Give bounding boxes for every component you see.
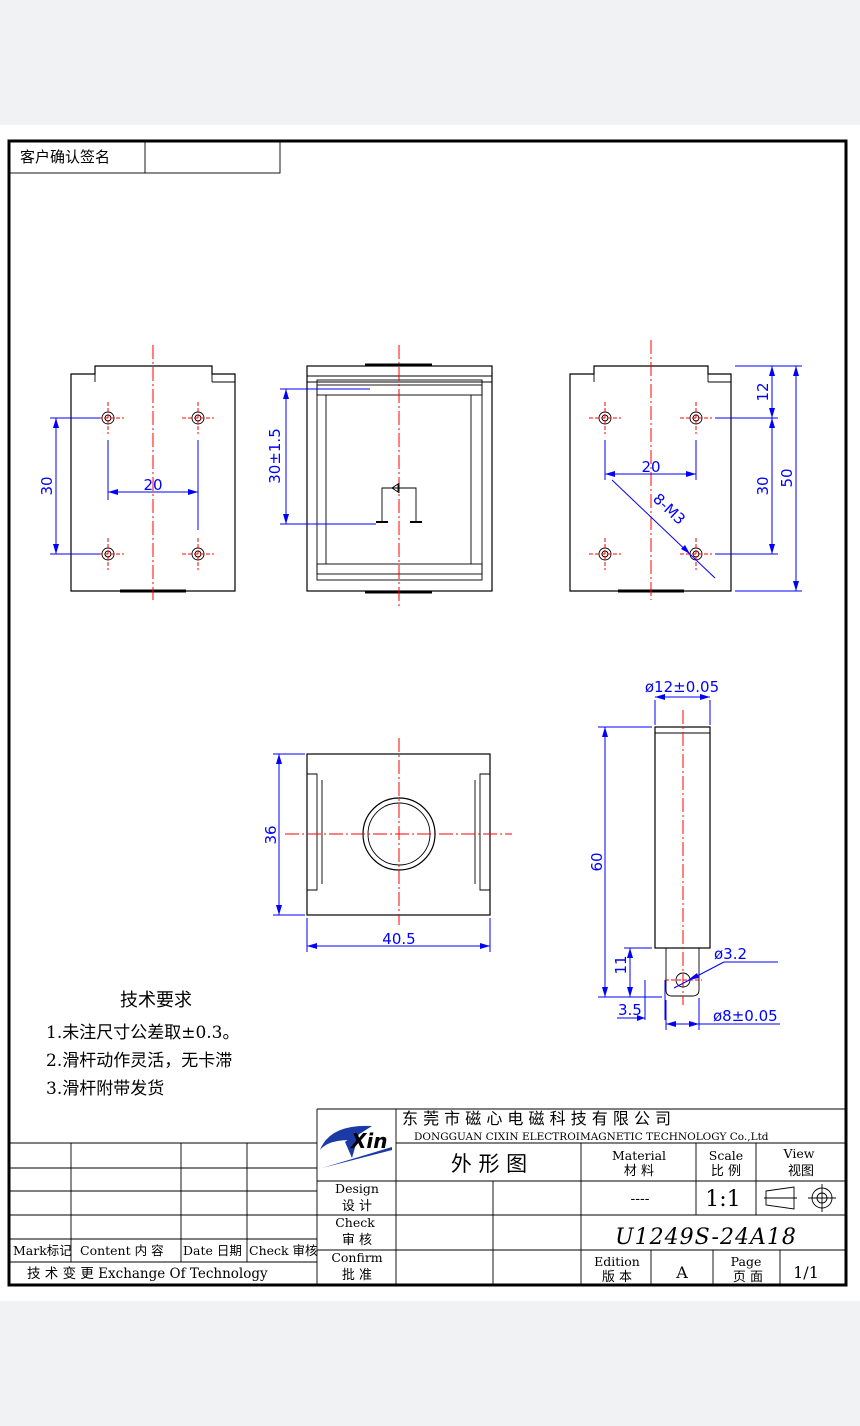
page-label-en: Page (731, 1254, 762, 1269)
company-name-en: DONGGUAN CIXIN ELECTROIMAGNETIC TECHNOLO… (414, 1131, 769, 1143)
plunger-view: ø12±0.05 60 11 ø3.2 3.5 ø8±0.05 (588, 678, 780, 1030)
note-item-1: 1.未注尺寸公差取±0.3。 (46, 1023, 240, 1043)
technical-notes: 技术要求 1.未注尺寸公差取±0.3。 2.滑杆动作灵活，无卡滞 3.滑杆附带发… (46, 990, 240, 1099)
confirm-label-cn: 批 准 (342, 1268, 372, 1283)
dim-right-width: 20 (641, 458, 660, 476)
dim-bottom-width: 40.5 (382, 930, 415, 948)
drawing-sheet: 客户确认签名 30 20 (0, 125, 860, 1301)
dim-plunger-offset: 3.5 (618, 1001, 642, 1019)
drawing-frame (7, 139, 848, 1287)
dim-left-height: 30 (38, 476, 56, 495)
bottom-view: 36 40.5 (262, 738, 512, 952)
dim-plunger-tip-dia: ø8±0.05 (713, 1007, 778, 1025)
front-view: 30±1.5 (266, 345, 493, 608)
dim-plunger-dia: ø12±0.05 (645, 678, 719, 696)
dim-right-height: 30 (754, 476, 772, 495)
left-side-view: 30 20 (38, 345, 236, 600)
rev-mark-label: Mark标记 (13, 1243, 72, 1258)
confirm-label-en: Confirm (331, 1250, 382, 1265)
edition-label-en: Edition (594, 1254, 640, 1269)
customer-confirm-label: 客户确认签名 (20, 148, 110, 166)
company-name-cn: 东 莞 市 磁 心 电 磁 科 技 有 限 公 司 (402, 1109, 671, 1128)
title-block: Xin 东 莞 市 磁 心 电 磁 科 技 有 限 公 司 DONGGUAN C… (9, 1108, 846, 1285)
note-item-2: 2.滑杆动作灵活，无卡滞 (46, 1051, 232, 1071)
view-label-cn: 视图 (788, 1164, 814, 1179)
rev-check-label: Check 审核 (249, 1243, 318, 1258)
edition-label-cn: 版 本 (602, 1270, 632, 1285)
scale-label-en: Scale (709, 1148, 743, 1163)
logo-text: Xin (349, 1129, 388, 1153)
notes-title: 技术要求 (120, 990, 192, 1011)
design-label-cn: 设 计 (342, 1199, 372, 1214)
dim-bottom-height: 36 (262, 825, 280, 844)
dim-plunger-tip-len: 11 (612, 955, 630, 974)
dim-front-height: 30±1.5 (266, 428, 284, 484)
design-label-en: Design (335, 1181, 379, 1196)
material-value: ---- (631, 1191, 650, 1207)
view-label-en: View (783, 1146, 815, 1161)
dim-plunger-hole: ø3.2 (714, 945, 747, 963)
page-label-cn: 页 面 (733, 1270, 763, 1285)
technical-drawing: 客户确认签名 30 20 (7, 139, 848, 1287)
scale-value: 1:1 (705, 1187, 740, 1212)
customer-confirm-box: 客户确认签名 (9, 141, 281, 174)
dim-right-total: 50 (778, 468, 796, 487)
drawing-name: 外 形 图 (451, 1152, 527, 1176)
rev-content-label: Content 内 容 (80, 1243, 164, 1258)
scale-label-cn: 比 例 (711, 1164, 741, 1179)
rev-date-label: Date 日期 (183, 1243, 242, 1258)
dim-right-top: 12 (754, 382, 772, 401)
edition-value: A (675, 1263, 688, 1282)
dim-plunger-len: 60 (588, 852, 606, 871)
check-label-en: Check (335, 1215, 375, 1230)
check-label-cn: 审 核 (342, 1233, 372, 1248)
right-side-view: 20 8-M3 12 30 50 (569, 340, 802, 600)
page-value: 1/1 (793, 1263, 819, 1282)
company-logo: Xin (320, 1125, 392, 1168)
material-label-en: Material (612, 1148, 666, 1163)
dim-left-width: 20 (143, 476, 162, 494)
dim-right-thread: 8-M3 (649, 490, 689, 529)
material-label-cn: 材 料 (624, 1164, 654, 1179)
part-number: U1249S-24A18 (615, 1225, 797, 1250)
projection-symbol-icon (764, 1184, 836, 1212)
note-item-3: 3.滑杆附带发货 (46, 1079, 164, 1099)
rev-title: 技 术 变 更 Exchange Of Technology (27, 1266, 268, 1282)
